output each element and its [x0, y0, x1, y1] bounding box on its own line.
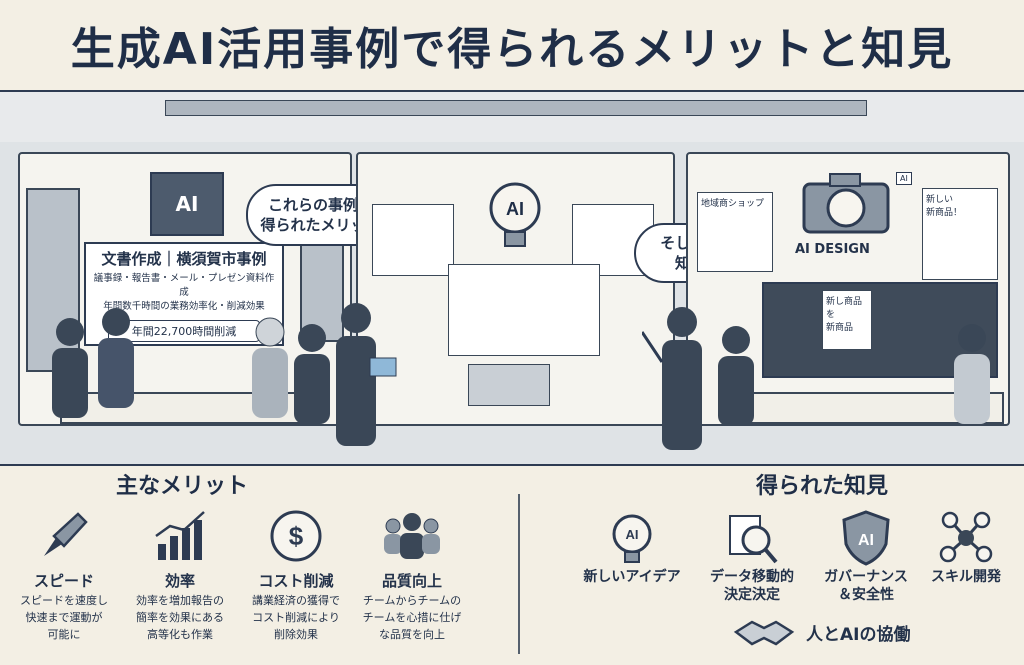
ai-bulb-text: AI [506, 199, 524, 219]
insight-skill-label: スキル開発 [931, 569, 1001, 585]
ai-design-label: AI DESIGN [795, 242, 870, 257]
shop-card: 地域商ショップ [697, 192, 773, 272]
benefit-speed-desc1: スピードを速度し [20, 594, 108, 607]
insight-governance-label1: ガバーナンス [824, 569, 908, 585]
ai-bulb-icon: AI [489, 182, 541, 247]
magnifier-chart-icon [729, 515, 778, 564]
dollar-coin-icon: $ [270, 510, 322, 562]
person-woman-design [718, 326, 754, 426]
shop-label: 地域商ショップ [701, 199, 765, 209]
bar-chart-icon [155, 511, 205, 560]
document-case-card: 文書作成｜横須賀市事例 議事録・報告書・メール・プレゼン資料作成 年間数千時間の… [84, 242, 284, 346]
insight-skill: スキル開発 [916, 508, 1016, 586]
ad-promo-line2: 新商品 [826, 323, 854, 333]
insight-governance-label2: ＆安全性 [838, 587, 894, 603]
insight-data-decision: データ移動的 決定決定 [696, 508, 808, 604]
person-man-right [294, 324, 330, 424]
lightbulb-icon: AI [612, 514, 652, 563]
bulb-ai-text: AI [626, 527, 639, 542]
benefit-speed-desc2: 快速まで運動が [25, 611, 103, 624]
handshake-icon [733, 620, 795, 646]
presenter-woman-tablet [336, 303, 397, 446]
benefit-cost-desc3: 削除効果 [274, 628, 318, 641]
office-scene: AI 文書作成｜横須賀市事例 議事録・報告書・メール・プレゼン資料作成 年間数千… [0, 90, 1024, 466]
coin-symbol: $ [289, 521, 304, 551]
benefit-efficiency-label: 効率 [164, 572, 195, 590]
ad-promo-line1: 新し商品を [826, 297, 863, 320]
camera-icon [802, 173, 890, 234]
presenter-woman-pointer [642, 307, 702, 450]
benefit-cost: $ コスト削減 講業経済の獲得で コスト削減により 削除効果 [240, 506, 352, 642]
podium [468, 364, 550, 406]
team-icon [384, 513, 440, 559]
person-woman-grey [252, 317, 288, 418]
network-icon [939, 511, 993, 563]
ad-new-line1: 新しい [926, 195, 954, 205]
benefit-quality-label: 品質向上 [381, 572, 442, 590]
projector-rail [165, 100, 867, 116]
section-divider [518, 494, 520, 654]
rocket-icon [44, 512, 88, 556]
insight-governance: AI ガバーナンス ＆安全性 [810, 508, 922, 604]
benefit-speed-label: スピード [33, 572, 94, 590]
benefit-cost-desc1: 講業経済の獲得で [252, 594, 340, 607]
benefit-cost-label: コスト削減 [258, 572, 334, 590]
insight-data-decision-label1: データ移動的 [710, 569, 794, 585]
insight-new-ideas-label: 新しいアイデア [583, 569, 681, 585]
collaboration-row: 人とAIの協働 [732, 612, 922, 652]
benefit-quality-desc3: な品質を向上 [379, 628, 445, 641]
ai-chip-icon: AI [150, 172, 224, 236]
person-man-left [98, 308, 134, 408]
benefit-speed-desc3: 可能に [47, 628, 81, 641]
benefit-quality-desc1: チームからチームの [362, 594, 462, 607]
insight-data-decision-label2: 決定決定 [724, 587, 780, 603]
benefit-quality-desc2: チームを心措に仕げ [362, 611, 462, 624]
benefit-quality: 品質向上 チームからチームの チームを心措に仕げ な品質を向上 [356, 506, 468, 642]
benefit-efficiency-desc3: 高等化も作業 [147, 628, 213, 641]
shield-icon: AI [842, 510, 890, 566]
doc-case-line2: 年間数千時間の業務効率化・削減効果 [103, 301, 265, 312]
chart-sheet-left [372, 204, 454, 276]
insight-new-ideas: AI 新しいアイデア [576, 508, 688, 586]
ad-new-line2: 新商品！ [926, 208, 963, 218]
page-title: 生成AI活用事例で得られるメリットと知見 [70, 24, 954, 75]
small-ai-tag: AI [896, 172, 912, 185]
promo-card: 新し商品を 新商品 [822, 290, 872, 350]
bottom-section: 主なメリット 得られた知見 スピード スピードを速度し 快速まで運動が 可能に … [0, 464, 1024, 665]
benefit-efficiency-desc2: 簡率を効果にある [136, 611, 224, 624]
new-product-card: 新しい 新商品！ [922, 188, 998, 280]
dashboard-screen [448, 264, 600, 356]
benefit-cost-desc2: コスト削減により [252, 611, 340, 624]
benefit-efficiency: 効率 効率を増加報告の 簡率を効果にある 高等化も作業 [124, 506, 236, 642]
title-bar: 生成AI活用事例で得られるメリットと知見 [0, 0, 1024, 90]
doc-case-title: 文書作成｜横須賀市事例 [101, 250, 267, 268]
benefit-speed: スピード スピードを速度し 快速まで運動が 可能に [8, 506, 120, 642]
shield-ai-text: AI [858, 532, 874, 549]
insights-heading: 得られた知見 [756, 474, 889, 499]
benefits-heading: 主なメリット [116, 474, 249, 499]
collab-label: 人とAIの協働 [806, 624, 911, 645]
benefit-efficiency-desc1: 効率を増加報告の [136, 594, 224, 607]
doc-case-line1: 議事録・報告書・メール・プレゼン資料作成 [93, 273, 275, 298]
person-man-design [954, 324, 990, 424]
person-woman-left [52, 318, 88, 418]
